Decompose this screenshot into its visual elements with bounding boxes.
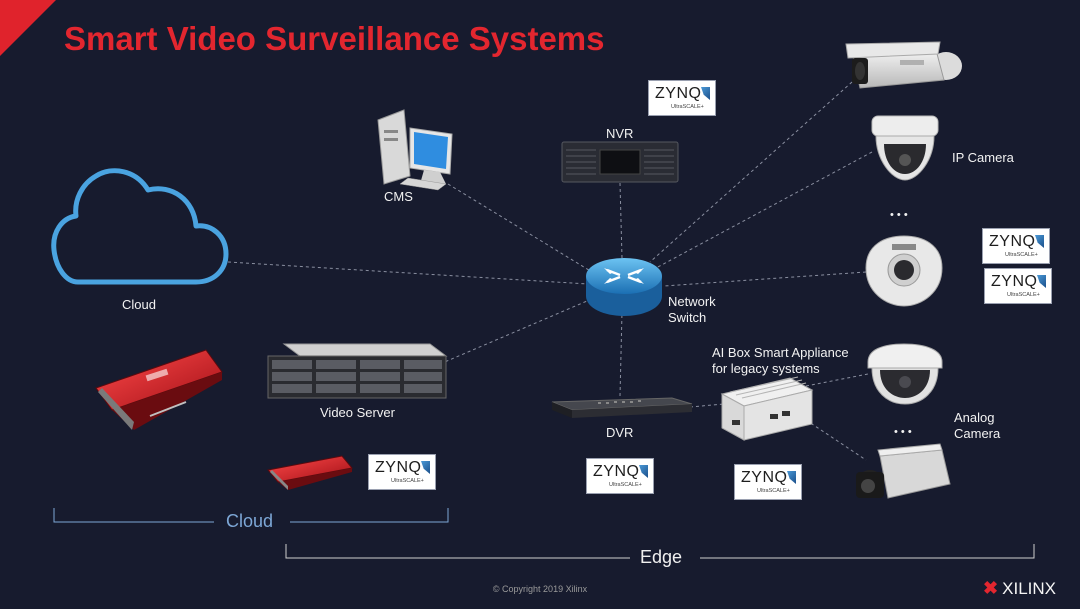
analog-camera-label-line2: Camera [954,426,1001,441]
copyright-text: © Copyright 2019 Xilinx [492,584,588,594]
zynq-subtitle: UltraSCALE+ [391,478,424,484]
nvr-recorder-icon [561,141,679,183]
cms-label: CMS [384,189,413,204]
edge-bracket-label: Edge [630,547,693,568]
cloud-bracket [53,508,449,523]
zynq-badge-dvr: ZYNQ UltraSCALE+ [586,458,654,494]
accelerator-card-icon [267,455,353,490]
ai-box-label-line2: for legacy systems [712,361,820,376]
accelerator-card-icon [95,349,223,430]
link-camera3-switch [663,271,867,287]
zynq-badge-camera-1: ZYNQ UltraSCALE+ [982,228,1050,264]
zynq-wordmark: ZYNQ [593,463,640,480]
rack-server-icon [267,343,448,399]
zynq-logo-icon [1035,235,1044,248]
dome-camera-icon [871,115,939,181]
ip-camera-label: IP Camera [952,150,1014,165]
zynq-logo-icon [639,465,648,478]
corner-accent [0,0,56,56]
box-camera-icon [856,443,951,499]
zynq-logo-icon [1037,275,1046,288]
zynq-wordmark: ZYNQ [655,85,702,102]
page-title: Smart Video Surveillance Systems [64,20,605,57]
link-camera2-switch [655,151,873,269]
link-nvr-switch [619,182,623,259]
xilinx-logo: ✖ XILINX [983,578,1056,599]
zynq-wordmark: ZYNQ [991,273,1038,290]
network-switch-icon [586,258,662,316]
zynq-logo-icon [701,87,710,100]
zynq-logo-icon [787,471,796,484]
zynq-subtitle: UltraSCALE+ [609,482,642,488]
ai-box-icon [720,376,814,441]
zynq-subtitle: UltraSCALE+ [757,488,790,494]
network-switch-label-line1: Network [668,294,716,309]
camera-ellipsis-bottom: • • • [894,426,912,438]
analog-camera-label: Analog Camera [954,410,1000,442]
ai-box-label: AI Box Smart Appliance for legacy system… [712,345,849,377]
connection-lines [227,81,873,461]
network-switch-label: Network Switch [668,294,716,326]
zynq-subtitle: UltraSCALE+ [671,104,704,110]
zynq-wordmark: ZYNQ [375,459,422,476]
zynq-wordmark: ZYNQ [741,469,788,486]
cloud-bracket-label: Cloud [216,511,284,532]
camera-ellipsis-top: • • • [890,209,908,221]
zynq-badge-aibox: ZYNQ UltraSCALE+ [734,464,802,500]
bullet-camera-icon [845,41,962,89]
link-dvr-aibox [689,403,725,408]
zynq-badge-nvr: ZYNQ UltraSCALE+ [648,80,716,116]
link-aibox-camera5 [805,419,867,461]
desktop-computer-icon [377,109,453,191]
xilinx-logo-icon: ✖ [983,578,999,598]
link-cms-switch [447,183,593,273]
dvr-label: DVR [606,425,634,440]
link-server-switch [439,297,595,365]
ai-box-label-line1: AI Box Smart Appliance [712,345,849,360]
zynq-badge-cloud: ZYNQ UltraSCALE+ [368,454,436,490]
network-switch-label-line2: Switch [668,310,707,325]
dome-camera-icon [867,343,943,405]
analog-camera-label-line1: Analog [954,410,995,425]
zynq-subtitle: UltraSCALE+ [1005,252,1038,258]
zynq-wordmark: ZYNQ [989,233,1036,250]
zynq-logo-icon [421,461,430,474]
cloud-node-label: Cloud [122,297,156,312]
link-aibox-camera4 [805,373,869,387]
xilinx-wordmark: XILINX [1002,578,1056,598]
video-server-label: Video Server [320,405,395,420]
link-dvr-switch [619,311,623,397]
link-cloud-switch [227,261,589,285]
nvr-label: NVR [606,126,634,141]
zynq-badge-camera-2: ZYNQ UltraSCALE+ [984,268,1052,304]
zynq-subtitle: UltraSCALE+ [1007,292,1040,298]
fisheye-camera-icon [865,235,943,307]
dvr-recorder-icon [551,397,693,418]
edge-bracket [285,544,1035,559]
cloud-icon [51,168,229,285]
